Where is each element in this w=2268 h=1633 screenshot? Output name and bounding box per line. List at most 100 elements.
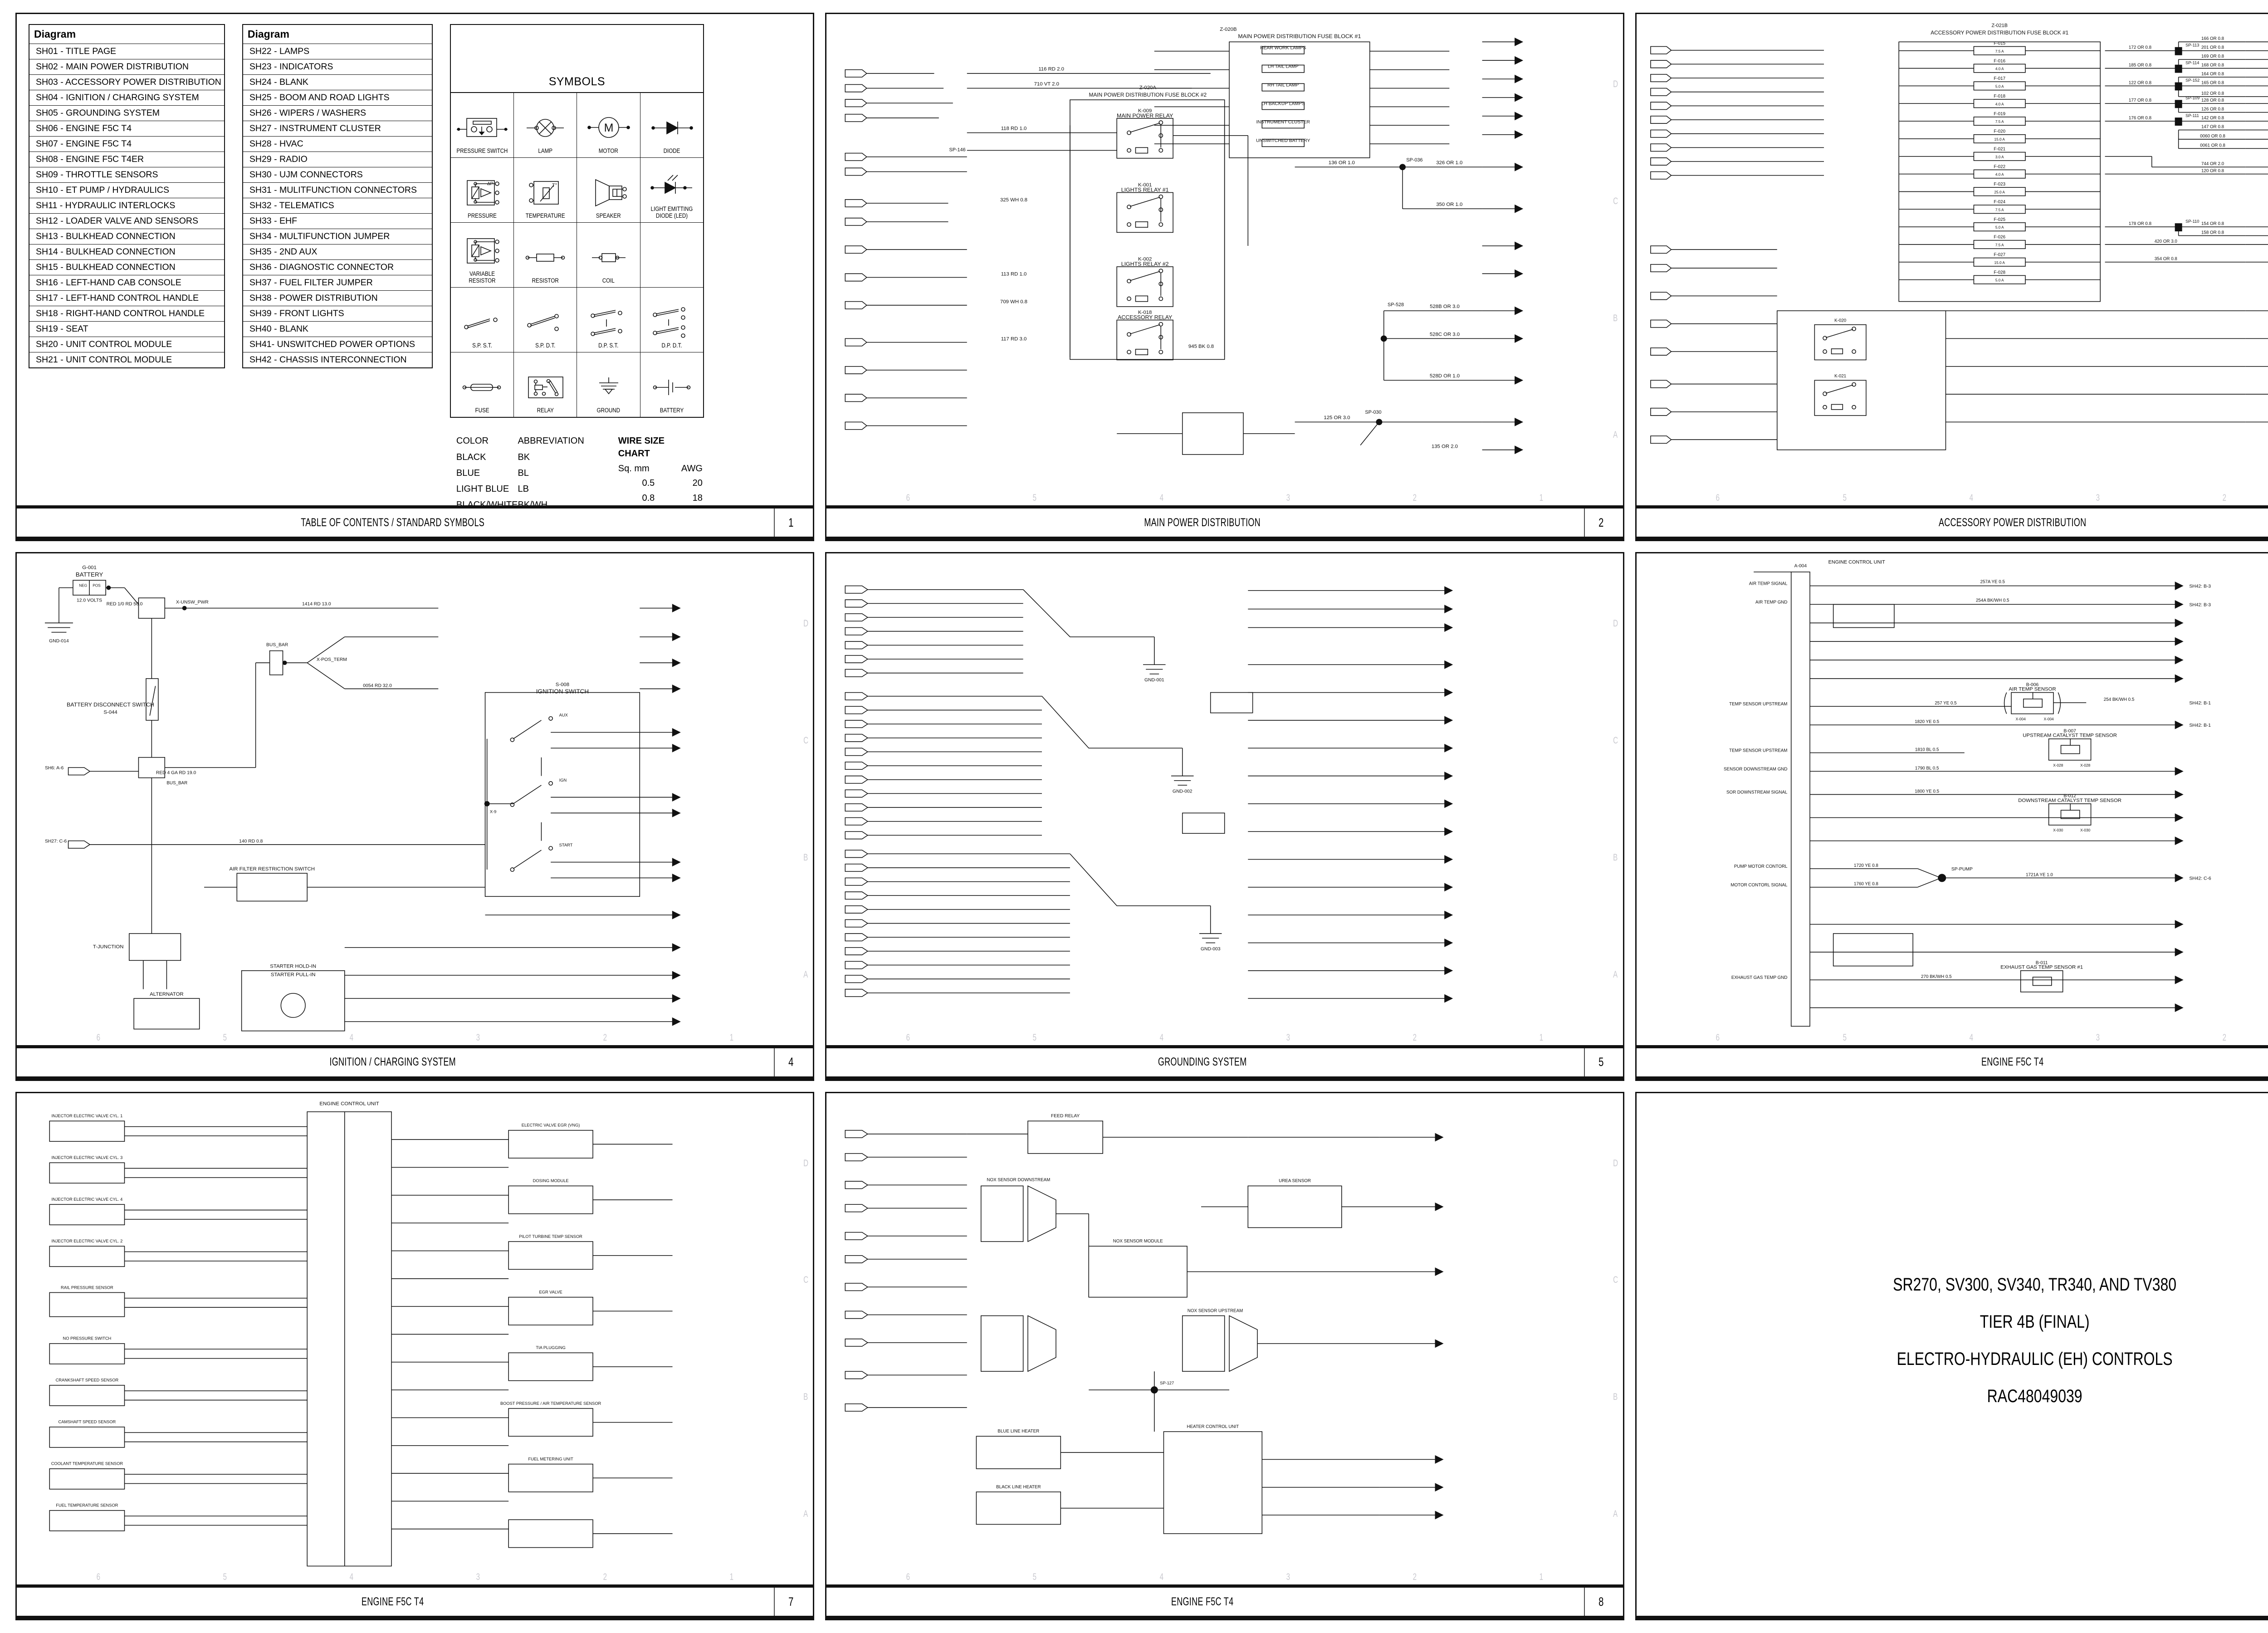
svg-text:528B OR 3.0: 528B OR 3.0 xyxy=(1430,304,1460,309)
svg-text:ALTERNATOR: ALTERNATOR xyxy=(150,992,183,997)
grid-column-refs: 6 5 4 3 2 1 xyxy=(826,1572,1623,1583)
svg-text:117 RD 3.0: 117 RD 3.0 xyxy=(1001,337,1027,342)
toc-row[interactable]: SH15 - BULKHEAD CONNECTION xyxy=(29,259,225,275)
toc-row[interactable]: SH31 - MULITFUNCTION CONNECTORS xyxy=(242,182,432,198)
toc-row[interactable]: SH32 - TELEMATICS xyxy=(242,198,432,214)
grid-row-ref: D xyxy=(1613,1158,1618,1169)
grid-col-ref: 6 xyxy=(96,1572,100,1582)
grid-col-ref: 3 xyxy=(2096,493,2100,504)
toc-row[interactable]: SH01 - TITLE PAGE xyxy=(29,44,225,59)
toc-row[interactable]: SH03 - ACCESSORY POWER DISTRIBUTION xyxy=(29,74,225,90)
toc-row[interactable]: SH25 - BOOM AND ROAD LIGHTS xyxy=(242,90,432,106)
toc-row[interactable]: SH13 - BULKHEAD CONNECTION xyxy=(29,229,225,244)
title-block-footer xyxy=(1636,1588,2268,1619)
toc-row[interactable]: SH34 - MULTIFUNCTION JUMPER xyxy=(242,229,432,244)
symbol-label: S.P. S.T. xyxy=(472,342,492,349)
svg-text:ΔP: ΔP xyxy=(487,181,494,186)
panel-number[interactable]: 7 xyxy=(774,1588,808,1616)
grid-col-ref: 5 xyxy=(1843,493,1847,504)
svg-text:177 OR 0.8: 177 OR 0.8 xyxy=(2129,98,2151,103)
svg-text:INJECTOR ELECTRIC VALVE CYL. 4: INJECTOR ELECTRIC VALVE CYL. 4 xyxy=(51,1197,122,1202)
symbol-label: MOTOR xyxy=(599,147,619,155)
svg-text:168 OR 0.8: 168 OR 0.8 xyxy=(2201,63,2224,68)
toc-row[interactable]: SH35 - 2ND AUX xyxy=(242,244,432,260)
toc-row[interactable]: SH09 - THROTTLE SENSORS xyxy=(29,167,225,183)
symbol-label: PRESSURE SWITCH xyxy=(456,147,508,155)
toc-row[interactable]: SH17 - LEFT-HAND CONTROL HANDLE xyxy=(29,290,225,306)
toc-row[interactable]: SH33 - EHF xyxy=(242,213,432,229)
toc-row[interactable]: SH10 - ET PUMP / HYDRAULICS xyxy=(29,182,225,198)
svg-text:FUEL TEMPERATURE SENSOR: FUEL TEMPERATURE SENSOR xyxy=(56,1503,118,1507)
toc-row[interactable]: SH38 - POWER DISTRIBUTION xyxy=(242,290,432,306)
toc-row[interactable]: SH04 - IGNITION / CHARGING SYSTEM xyxy=(29,90,225,106)
grid-row-refs: D C B A xyxy=(1612,14,1619,505)
panel-number[interactable]: 5 xyxy=(1584,1048,1618,1076)
toc-row[interactable]: SH29 - RADIO xyxy=(242,152,432,167)
symbol-label: RESISTOR xyxy=(532,277,559,284)
svg-text:UNSWITCHED BATTERY: UNSWITCHED BATTERY xyxy=(1256,138,1310,143)
grid-row-refs: D C B A xyxy=(802,553,809,1045)
svg-text:120 OR 0.8: 120 OR 0.8 xyxy=(2201,169,2224,174)
toc-row[interactable]: SH24 - BLANK xyxy=(242,74,432,90)
svg-text:F-018: F-018 xyxy=(1994,94,2005,99)
toc-table-column-1: Diagram SH01 - TITLE PAGE SH02 - MAIN PO… xyxy=(29,24,225,368)
toc-row[interactable]: SH21 - UNIT CONTROL MODULE xyxy=(29,352,225,368)
toc-row[interactable]: SH22 - LAMPS xyxy=(242,44,432,59)
toc-row[interactable]: SH36 - DIAGNOSTIC CONNECTOR xyxy=(242,259,432,275)
symbol-label: COIL xyxy=(602,277,615,284)
grid-row-ref: C xyxy=(1613,196,1618,206)
panel-number[interactable]: 8 xyxy=(1584,1588,1618,1616)
toc-row[interactable]: SH39 - FRONT LIGHTS xyxy=(242,306,432,322)
toc-row[interactable]: SH23 - INDICATORS xyxy=(242,59,432,75)
color-abbr: LB xyxy=(518,484,529,494)
panel-number[interactable]: 1 xyxy=(774,508,808,537)
grid-col-ref: 2 xyxy=(603,1032,607,1043)
svg-text:RH TAIL LAMP: RH TAIL LAMP xyxy=(1267,83,1299,88)
svg-text:RED 4 GA RD 19.0: RED 4 GA RD 19.0 xyxy=(156,771,196,776)
toc-row[interactable]: SH14 - BULKHEAD CONNECTION xyxy=(29,244,225,260)
grid-column-refs: 6 5 4 3 2 1 xyxy=(826,1032,1623,1043)
toc-row[interactable]: SH12 - LOADER VALVE AND SENSORS xyxy=(29,213,225,229)
svg-text:SOR DOWNSTREAM SIGNAL: SOR DOWNSTREAM SIGNAL xyxy=(1726,790,1788,795)
grid-row-ref: B xyxy=(1613,313,1618,323)
toc-row[interactable]: SH37 - FUEL FILTER JUMPER xyxy=(242,275,432,291)
panel-number[interactable]: 4 xyxy=(774,1048,808,1076)
toc-row[interactable]: SH26 - WIPERS / WASHERS xyxy=(242,105,432,121)
svg-text:SH6: A-6: SH6: A-6 xyxy=(45,766,64,771)
grid-row-refs: D C B A xyxy=(1612,553,1619,1045)
toc-row[interactable]: SH18 - RIGHT-HAND CONTROL HANDLE xyxy=(29,306,225,322)
toc-row[interactable]: SH28 - HVAC xyxy=(242,136,432,152)
svg-text:254 BK/WH 0.5: 254 BK/WH 0.5 xyxy=(2103,697,2134,702)
toc-row[interactable]: SH02 - MAIN POWER DISTRIBUTION xyxy=(29,59,225,75)
toc-row[interactable]: SH42 - CHASSIS INTERCONNECTION xyxy=(242,352,432,368)
toc-row[interactable]: SH20 - UNIT CONTROL MODULE xyxy=(29,337,225,352)
svg-text:SP-146: SP-146 xyxy=(949,147,966,153)
toc-row[interactable]: SH41- UNSWITCHED POWER OPTIONS xyxy=(242,337,432,352)
toc-row[interactable]: SH07 - ENGINE F5C T4 xyxy=(29,136,225,152)
toc-row[interactable]: SH16 - LEFT-HAND CAB CONSOLE xyxy=(29,275,225,291)
symbol-cell-dpst: D.P. S.T. xyxy=(577,287,640,352)
svg-text:1800 YE 0.5: 1800 YE 0.5 xyxy=(1915,789,1939,794)
svg-text:X-028: X-028 xyxy=(2053,763,2063,768)
toc-row[interactable]: SH27 - INSTRUMENT CLUSTER xyxy=(242,121,432,137)
toc-row[interactable]: SH06 - ENGINE F5C T4 xyxy=(29,121,225,137)
panel-number[interactable]: 2 xyxy=(1584,508,1618,537)
symbol-cell-temperature: T° TEMPERATURE xyxy=(513,157,577,223)
svg-text:MOTOR CONTORL SIGNAL: MOTOR CONTORL SIGNAL xyxy=(1730,883,1788,888)
panel-title: TABLE OF CONTENTS / STANDARD SYMBOLS xyxy=(301,516,485,529)
schematic-engine-f5c-t4-sheet7: INJECTOR ELECTRIC VALVE CYL. 1 INJECTOR … xyxy=(17,1093,813,1584)
toc-row[interactable]: SH05 - GROUNDING SYSTEM xyxy=(29,105,225,121)
toc-row[interactable]: SH40 - BLANK xyxy=(242,321,432,337)
grid-col-ref: 3 xyxy=(1286,493,1290,504)
grid-row-ref: C xyxy=(803,1275,809,1286)
toc-row[interactable]: SH30 - UJM CONNECTORS xyxy=(242,167,432,183)
toc-row[interactable]: SH19 - SEAT xyxy=(29,321,225,337)
toc-row[interactable]: SH11 - HYDRAULIC INTERLOCKS xyxy=(29,198,225,214)
svg-text:BOOST PRESSURE / AIR TEMPERATU: BOOST PRESSURE / AIR TEMPERATURE SENSOR xyxy=(500,1401,601,1405)
svg-text:B-012: B-012 xyxy=(2063,794,2076,799)
lamp-icon xyxy=(515,108,576,147)
toc-row[interactable]: SH08 - ENGINE F5C T4ER xyxy=(29,152,225,167)
svg-text:T-JUNCTION: T-JUNCTION xyxy=(93,944,123,950)
